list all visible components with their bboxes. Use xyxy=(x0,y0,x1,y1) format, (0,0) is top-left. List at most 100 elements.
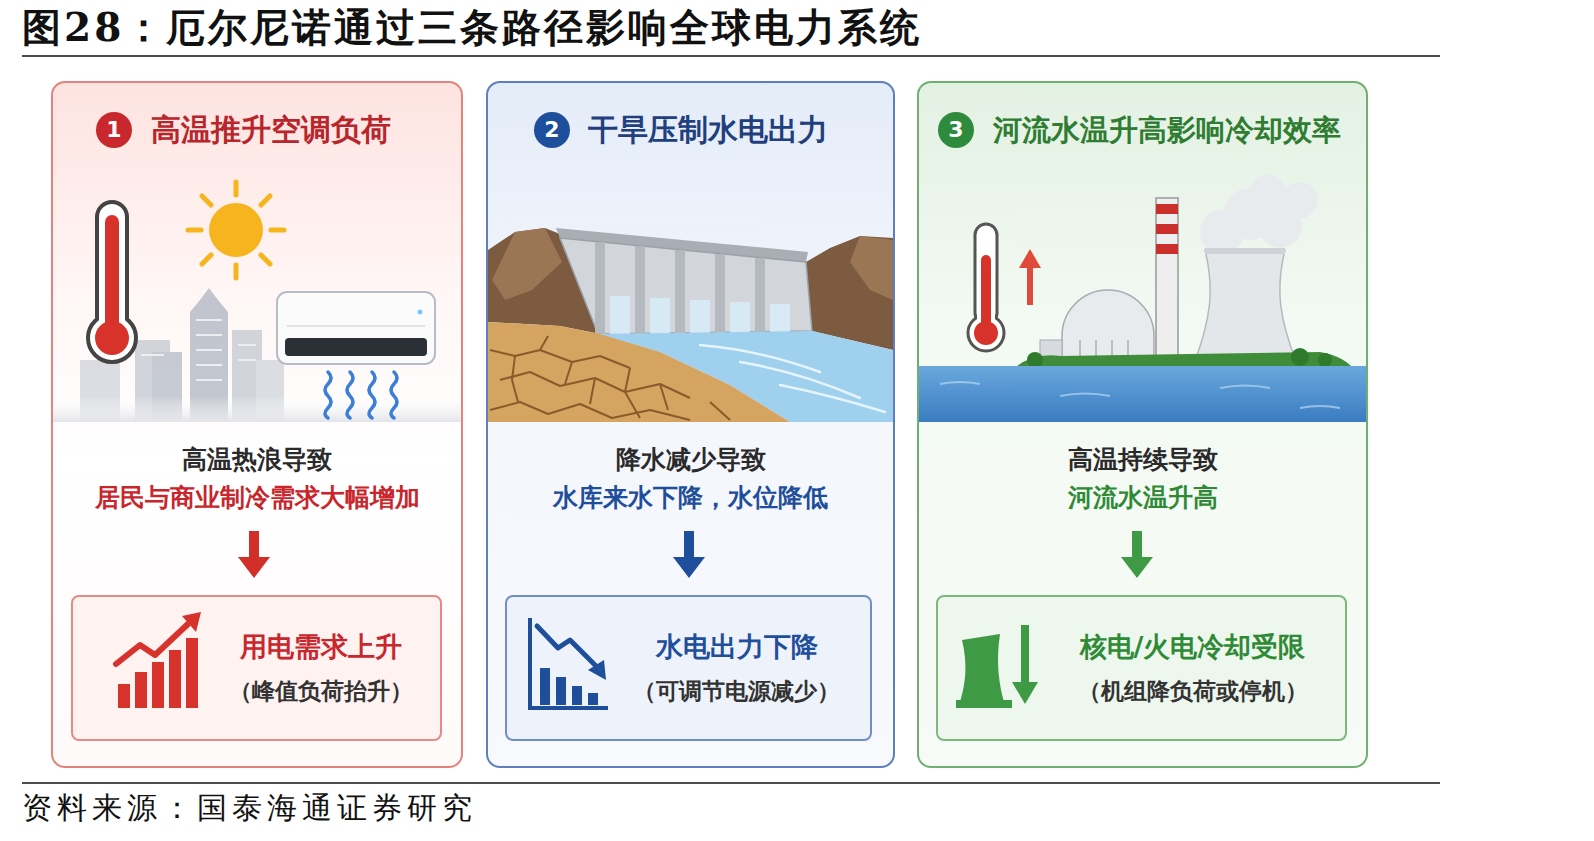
rising-chart-icon xyxy=(116,612,201,708)
panel-heading: 高温推升空调负荷 xyxy=(151,108,457,152)
air-conditioner xyxy=(287,325,425,327)
flow-arrows xyxy=(673,557,705,578)
falling-chart-icon xyxy=(537,626,596,666)
box-ground xyxy=(937,596,1346,740)
result-note: （机组降负荷或停机） xyxy=(1056,674,1329,708)
falling-chart-icon xyxy=(572,686,582,705)
drought-dam-illustration xyxy=(675,250,685,334)
result-box: 核电/火电冷却受限（机组降负荷或停机） xyxy=(936,595,1347,741)
thermometer-small xyxy=(968,224,1004,351)
panel-heading: 干旱压制水电出力 xyxy=(588,108,889,152)
falling-chart-icon xyxy=(588,660,606,680)
steam xyxy=(1250,174,1286,210)
sun xyxy=(209,203,263,257)
flow-arrows xyxy=(249,531,259,559)
step-number: 1 xyxy=(96,112,132,148)
result-note: （峰值负荷抬升） xyxy=(218,674,424,708)
text-slot: 干旱压制水电出力 xyxy=(588,108,889,152)
falling-chart-icon xyxy=(530,618,608,708)
power-plant-illustration xyxy=(1291,348,1309,366)
power-plant-illustration xyxy=(1062,290,1154,361)
rising-chart-icon xyxy=(186,638,198,708)
plant-limit-icon xyxy=(958,634,1006,708)
rising-chart-icon xyxy=(118,684,130,708)
rule-lines xyxy=(22,56,1440,783)
step-number-badge: 1 xyxy=(96,112,132,148)
air-conditioner xyxy=(347,372,353,418)
plant-limit-icon xyxy=(956,700,1012,708)
sun xyxy=(261,255,270,264)
plant-limit-icon xyxy=(1021,625,1029,685)
text-slot: （机组降负荷或停机） xyxy=(1056,674,1329,708)
text-slot: 降水减少导致 xyxy=(498,442,883,478)
rise-arrow xyxy=(1019,249,1041,268)
falling-chart-icon xyxy=(588,693,598,705)
cause-text: 高温热浪导致 xyxy=(63,442,451,478)
plant-limit-icon xyxy=(956,625,1038,708)
sun xyxy=(271,228,284,233)
air-conditioner xyxy=(325,372,397,418)
air-conditioner xyxy=(391,372,397,418)
power-plant-illustration xyxy=(1156,204,1178,214)
text-slot: 水电出力下降 xyxy=(619,627,854,667)
drought-dam-illustration xyxy=(650,298,670,334)
rising-chart-icon xyxy=(116,624,188,664)
pathway-panel: 干旱压制水电出力降水减少导致水库来水下降，水位降低 2 水电出力下降 （可调节电源减少… xyxy=(486,81,895,768)
text-slot: 资料来源：国泰海通证券研究 xyxy=(22,788,922,828)
text-slot: 河流水温升高影响冷却效率 xyxy=(993,108,1362,152)
city-skyline xyxy=(238,359,256,361)
power-plant-illustration xyxy=(1156,204,1178,254)
air-conditioner xyxy=(277,292,435,364)
power-plant-illustration xyxy=(1060,394,1110,397)
power-plant-illustration xyxy=(1205,248,1285,254)
badge-disc xyxy=(938,112,974,148)
air-conditioner xyxy=(285,338,427,356)
effect-text: 居民与商业制冷需求大幅增加 xyxy=(63,480,451,516)
panel-ground xyxy=(487,82,894,767)
drought-dam-illustration xyxy=(488,228,893,422)
city-skyline xyxy=(196,349,222,351)
drought-dam-illustration xyxy=(595,242,765,334)
rise-arrow xyxy=(1027,264,1033,305)
sun xyxy=(202,196,211,205)
air-conditioner xyxy=(418,310,423,315)
drought-dam-illustration xyxy=(690,300,710,334)
rising-chart-icon xyxy=(152,662,164,708)
drought-dam-illustration xyxy=(715,254,725,334)
panel-ground xyxy=(52,82,462,767)
city-skyline xyxy=(196,379,222,381)
falling-chart-icon xyxy=(540,668,598,705)
text-slot: 河流水温升高 xyxy=(929,480,1356,516)
rule-lines xyxy=(22,782,1440,784)
text-slot: 水库来水下降，水位降低 xyxy=(498,480,883,516)
flow-arrows xyxy=(1132,531,1142,559)
drought-dam-illustration xyxy=(730,302,750,334)
city-skyline xyxy=(238,344,256,346)
power-plant-illustration xyxy=(1156,244,1178,254)
flow-arrows xyxy=(684,531,694,559)
flow-arrows xyxy=(238,557,270,578)
text-slot: 1 xyxy=(96,112,132,148)
sun xyxy=(234,265,239,278)
power-plant-illustration xyxy=(940,382,980,384)
drought-dam-illustration xyxy=(770,304,790,334)
power-plant-illustration xyxy=(1027,352,1043,368)
drought-dam-illustration xyxy=(590,378,595,404)
drought-dam-illustration xyxy=(780,385,885,412)
drought-dam-illustration xyxy=(540,336,548,350)
power-plant-illustration xyxy=(1318,353,1332,367)
rule-lines xyxy=(22,55,1440,57)
rising-chart-icon xyxy=(169,650,181,708)
city-skyline xyxy=(196,364,222,366)
flow-arrows xyxy=(1121,557,1153,578)
thermometer-small xyxy=(974,321,998,345)
badge-disc xyxy=(534,112,570,148)
drought-dam-illustration xyxy=(625,368,640,418)
step-number-badge: 2 xyxy=(534,112,570,148)
result-note: （可调节电源减少） xyxy=(619,674,854,708)
thermometer xyxy=(95,321,129,355)
panel-heading: 河流水温升高影响冷却效率 xyxy=(993,108,1362,152)
rise-arrow xyxy=(1019,249,1041,305)
step-number: 2 xyxy=(534,112,570,148)
